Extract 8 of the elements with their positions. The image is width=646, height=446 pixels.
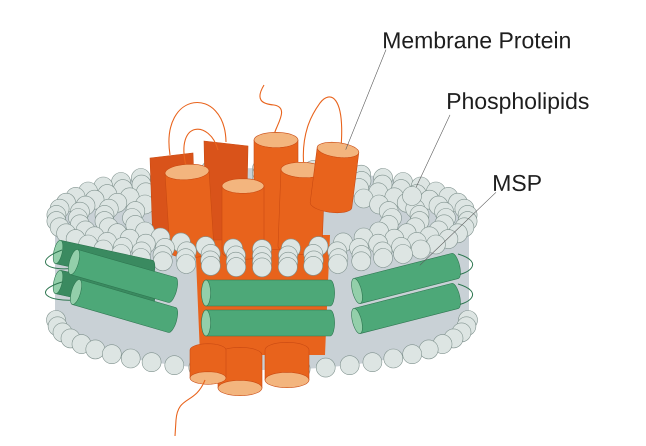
leader-line — [416, 114, 450, 188]
leader-line — [345, 49, 386, 150]
protein-cylinder — [310, 142, 360, 214]
scaffold-cylinder — [351, 253, 461, 304]
callout-label: Phospholipids — [448, 92, 589, 114]
callout-label: Membrane Protein — [384, 32, 570, 48]
lipid-bead — [402, 186, 422, 206]
callout-label: MSP — [494, 174, 541, 192]
